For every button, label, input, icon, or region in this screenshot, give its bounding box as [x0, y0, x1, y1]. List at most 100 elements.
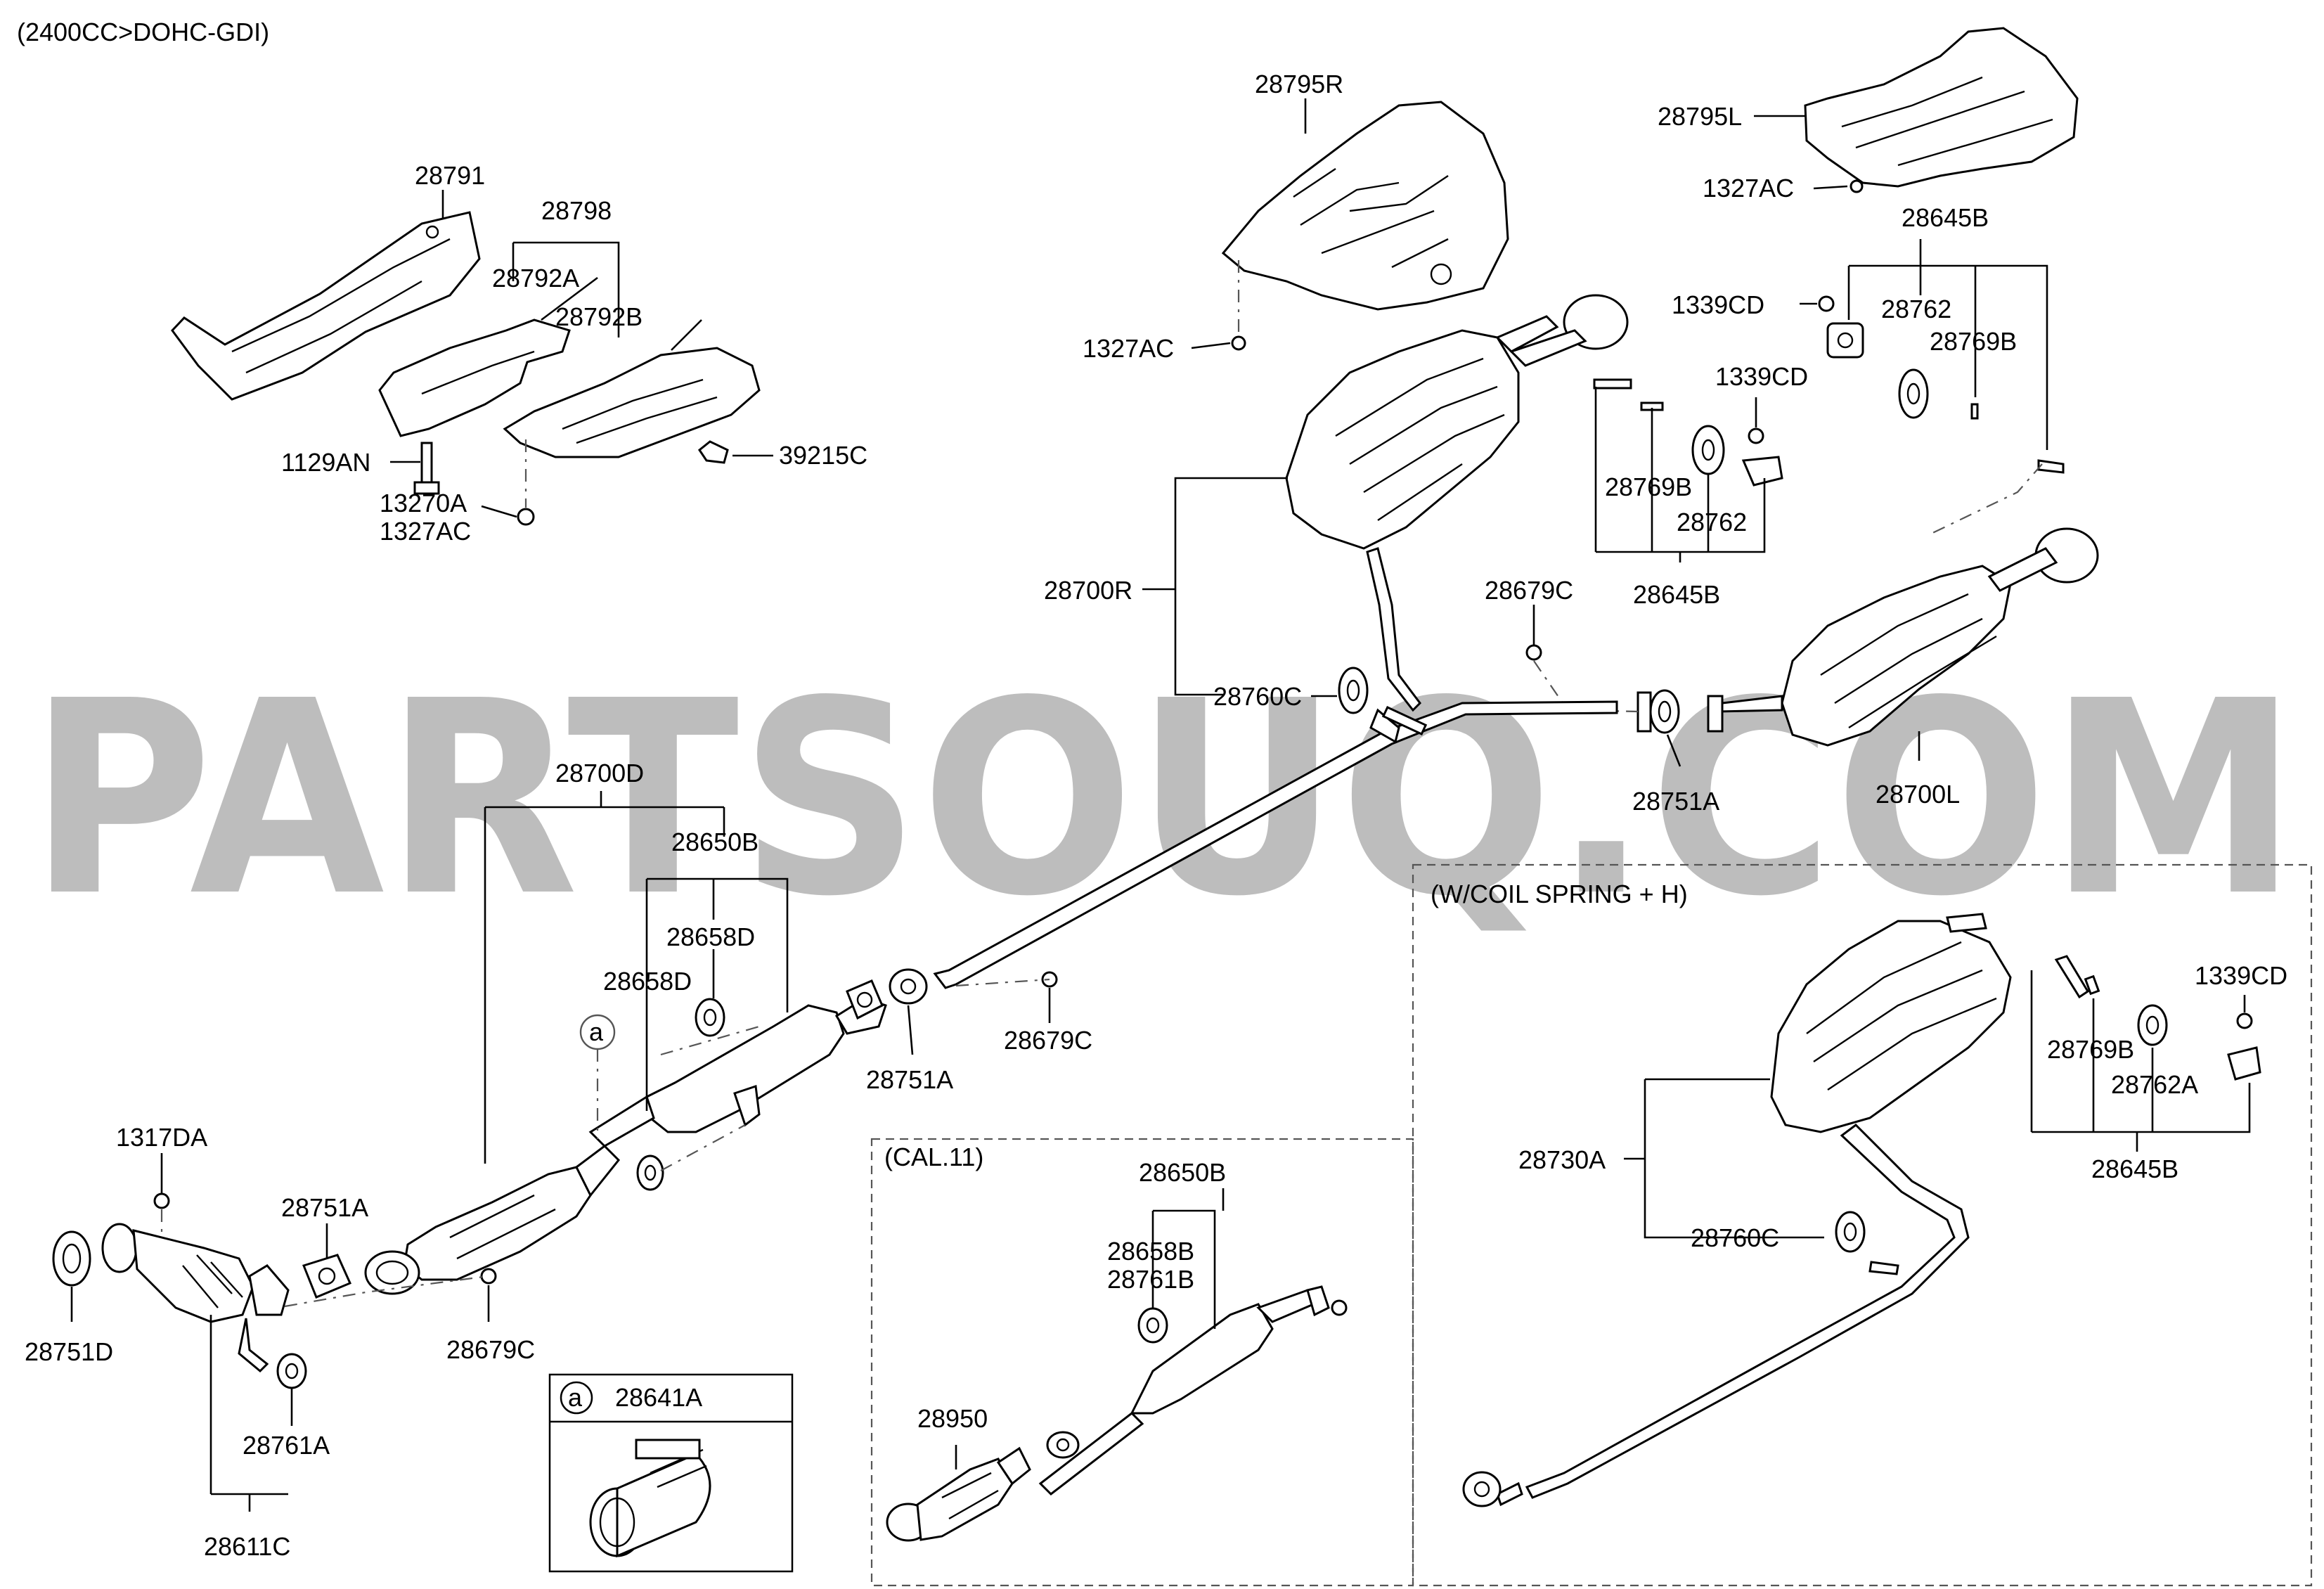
pin-28769B-a	[1970, 403, 1979, 420]
flange-28730A	[1462, 1471, 1502, 1507]
label-28760C-b: 28760C	[1691, 1223, 1779, 1252]
catalytic-converter-28950	[886, 1446, 1031, 1542]
label-28762A: 28762A	[2111, 1070, 2198, 1099]
rod-28760C-b	[1868, 1261, 1899, 1275]
label-28769B-c: 28769B	[2047, 1035, 2134, 1064]
nut-28679C-c	[480, 1268, 497, 1285]
label-1327AC-c: 1327AC	[1703, 174, 1794, 202]
label-1339CD-a: 1339CD	[1672, 290, 1764, 319]
coil-spring-box-title: (W/COIL SPRING + H)	[1431, 880, 1688, 908]
label-28751A-c: 28751A	[281, 1193, 368, 1222]
label-28611C: 28611C	[204, 1532, 290, 1561]
label-28760C-a: 28760C	[1213, 682, 1302, 711]
label-28658D-a: 28658D	[666, 922, 755, 951]
label-28762-a: 28762	[1881, 295, 1951, 323]
gasket-28751A-a	[1649, 689, 1680, 734]
callout-a-letter: a	[589, 1017, 604, 1046]
bolt-1129AN	[413, 442, 440, 495]
centre-pipe-28700D	[933, 700, 1618, 989]
cal11-box	[870, 1138, 1414, 1587]
label-28679C-a: 28679C	[1485, 576, 1573, 605]
bolt-right-a	[2037, 459, 2065, 474]
rubber-hanger-28761A	[276, 1353, 307, 1389]
rubber-hanger-28658B	[1137, 1307, 1168, 1344]
hanger-bracket	[733, 1084, 761, 1127]
label-13270A: 13270A	[380, 489, 467, 517]
front-pipe-28611C	[101, 1223, 290, 1373]
cal11-pipe-muffler	[1038, 1285, 1348, 1495]
nut-28679C-a	[1525, 644, 1542, 661]
bolt-coil	[2054, 955, 2090, 999]
flange-left-muffler	[1707, 695, 1724, 733]
rubber-hanger-28762A	[2137, 1004, 2168, 1046]
label-28751D: 28751D	[25, 1337, 113, 1366]
rubber-hanger-28762-c	[1691, 425, 1725, 475]
rubber-hanger-28760C-b	[1835, 1211, 1866, 1253]
clip-39215C	[697, 440, 729, 464]
rubber-hanger-28760C-a	[1338, 667, 1369, 714]
front-converter-pipe	[364, 1145, 621, 1295]
front-muffler-resonator	[588, 997, 887, 1147]
legend-marker: a	[568, 1383, 583, 1412]
heat-shield-28792B	[503, 347, 761, 458]
label-28658B: 28658B	[1107, 1237, 1194, 1266]
heat-shield-28795R	[1221, 101, 1509, 311]
part-labels: 28791 28798 28792A 28792B 1129AN 13270A …	[25, 70, 2287, 1561]
label-28795R: 28795R	[1255, 70, 1343, 98]
label-28650B-a: 28650B	[671, 828, 758, 856]
label-1339CD-c: 1339CD	[2195, 961, 2287, 990]
label-28795L: 28795L	[1658, 102, 1742, 131]
label-28650B-b: 28650B	[1139, 1158, 1226, 1187]
bracket-centre	[1741, 456, 1783, 487]
label-28679C-b: 28679C	[1004, 1026, 1092, 1055]
gasket-28751A-c	[889, 968, 928, 1005]
nut-1339CD-b	[1748, 427, 1764, 444]
label-28792B: 28792B	[555, 302, 643, 331]
label-28645B-a: 28645B	[1902, 203, 1989, 232]
label-28761B: 28761B	[1107, 1265, 1194, 1294]
label-28700L: 28700L	[1876, 780, 1960, 809]
rubber-hanger-28658D-a	[695, 998, 725, 1037]
label-28798: 28798	[541, 196, 612, 225]
nut-1317DA	[153, 1192, 170, 1209]
label-28761A: 28761A	[243, 1431, 330, 1460]
label-28762-b: 28762	[1677, 508, 1747, 536]
heat-shield-28791	[171, 211, 481, 401]
heat-shield-28795L	[1804, 27, 2079, 188]
label-39215C: 39215C	[779, 441, 867, 470]
label-28751A-b: 28751A	[866, 1065, 953, 1094]
rear-muffler-28700R	[1285, 294, 1629, 712]
leader-lines	[70, 98, 2251, 1512]
clamp-drawing	[589, 1439, 711, 1558]
label-1339CD-b: 1339CD	[1715, 362, 1808, 391]
gasket-cal11	[1046, 1431, 1080, 1459]
engine-spec-title: (2400CC>DOHC-GDI)	[17, 18, 269, 46]
label-28769B-b: 28769B	[1605, 472, 1692, 501]
bracket-coil	[2227, 1046, 2261, 1081]
cal11-box-title: (CAL.11)	[884, 1143, 983, 1171]
label-28645B-b: 28645B	[1633, 580, 1720, 609]
label-28950: 28950	[917, 1404, 988, 1433]
gasket-28751A-d	[302, 1254, 352, 1299]
gasket-28751A-b	[846, 979, 884, 1020]
label-1327AC-b: 1327AC	[1083, 334, 1174, 363]
label-28730A: 28730A	[1518, 1145, 1606, 1174]
pin-28769B-c	[2084, 974, 2100, 996]
nut-1327AC-b	[1231, 335, 1246, 351]
flange-centre	[1637, 691, 1652, 733]
label-28769B-a: 28769B	[1930, 327, 2017, 356]
label-28751A-a: 28751A	[1632, 787, 1719, 816]
coil-spring-box	[1412, 863, 2313, 1587]
label-1317DA: 1317DA	[116, 1123, 207, 1152]
nut-1339CD-a	[1818, 295, 1835, 312]
label-28791: 28791	[415, 161, 485, 190]
nut-1327AC-a	[517, 508, 535, 526]
label-1327AC-a: 1327AC	[380, 517, 471, 546]
rear-muffler-28700L	[1717, 527, 2099, 747]
label-28700R: 28700R	[1044, 576, 1132, 605]
heat-shield-28792A	[378, 319, 571, 437]
rubber-hanger-28762-a	[1826, 322, 1864, 359]
gasket-28751D	[52, 1230, 91, 1287]
rubber-hanger-28658D-b	[636, 1154, 664, 1191]
